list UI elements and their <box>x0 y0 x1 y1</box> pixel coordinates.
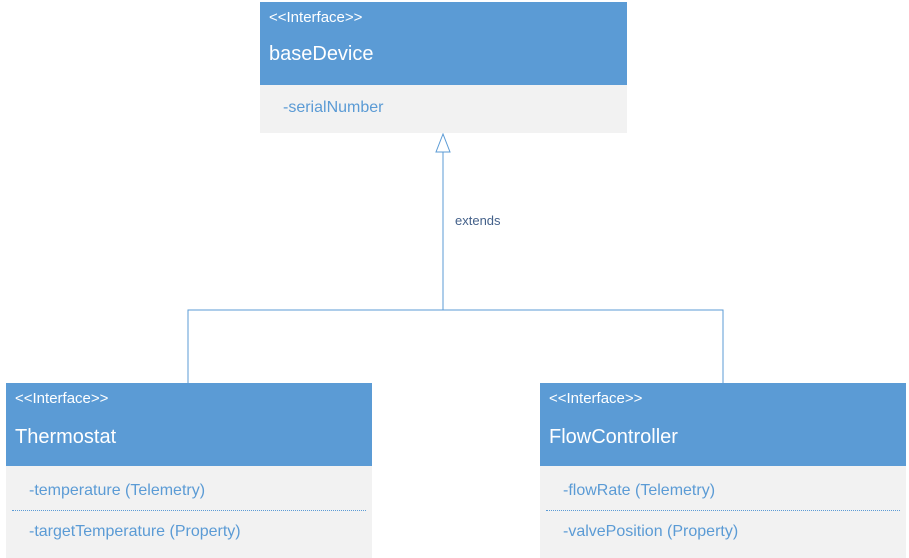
attribute-separator <box>12 510 366 511</box>
interface-name: FlowController <box>549 426 678 448</box>
stereotype-label: <<Interface>> <box>549 390 643 407</box>
connector-line <box>187 309 724 383</box>
interface-name: baseDevice <box>269 43 374 65</box>
attribute-temperature: -temperature (Telemetry) <box>29 482 206 499</box>
basedevice-attributes: -serialNumber <box>260 85 627 133</box>
thermostat-header: <<Interface>> Thermostat <box>6 383 372 466</box>
attribute-target-temperature: -targetTemperature (Property) <box>29 523 241 540</box>
attribute-valve-position: -valvePosition (Property) <box>563 523 739 540</box>
generalization-arrowhead <box>435 132 451 153</box>
thermostat-attributes: -temperature (Telemetry) -targetTemperat… <box>6 466 372 558</box>
stereotype-label: <<Interface>> <box>269 9 363 26</box>
extends-label: extends <box>455 213 501 228</box>
stereotype-label: <<Interface>> <box>15 390 109 407</box>
attribute-separator <box>546 510 900 511</box>
basedevice-header: <<Interface>> baseDevice <box>260 2 627 85</box>
thermostat-interface-box: <<Interface>> Thermostat -temperature (T… <box>6 383 372 558</box>
basedevice-interface-box: <<Interface>> baseDevice -serialNumber <box>260 2 627 133</box>
attribute-serial-number: -serialNumber <box>283 99 384 116</box>
interface-name: Thermostat <box>15 426 117 448</box>
flowcontroller-interface-box: <<Interface>> FlowController -flowRate (… <box>540 383 906 558</box>
attribute-flow-rate: -flowRate (Telemetry) <box>563 482 716 499</box>
flowcontroller-header: <<Interface>> FlowController <box>540 383 906 466</box>
flowcontroller-attributes: -flowRate (Telemetry) -valvePosition (Pr… <box>540 466 906 558</box>
